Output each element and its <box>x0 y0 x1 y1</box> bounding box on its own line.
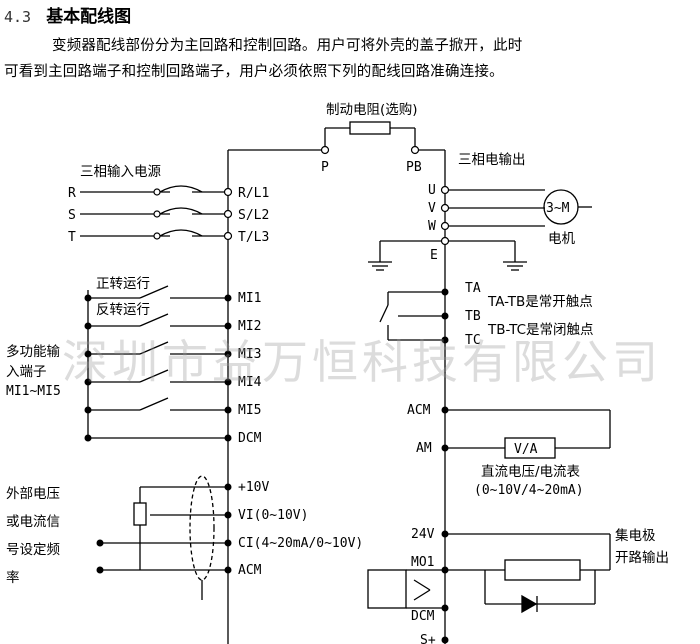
optocoupler <box>367 569 407 609</box>
terminal-p: P <box>321 160 329 175</box>
reverse-run-label: 反转运行 <box>96 302 150 318</box>
load-resistor <box>504 559 581 581</box>
terminal-s: S+ <box>420 633 436 644</box>
output-terminal-u: U <box>428 183 436 198</box>
input-terminal-s: S/L2 <box>238 208 269 223</box>
analog-terminal-ci: CI(4~20mA/0~10V) <box>238 536 363 551</box>
output-terminal-v: V <box>428 201 436 216</box>
input-terminal-r: R/L1 <box>238 186 269 201</box>
multi-input-label-1: 多功能输 <box>6 343 60 360</box>
phase-r: R <box>68 186 76 201</box>
analog-terminal-10v: +10V <box>238 480 269 495</box>
external-signal-label-2: 或电流信 <box>6 514 60 530</box>
section-title: 基本配线图 <box>46 7 132 27</box>
relay-note-ta-tb: TA-TB是常开触点 <box>487 294 593 310</box>
terminal-24v: 24V <box>411 527 435 542</box>
analog-terminal-vi: VI(0~10V) <box>238 508 308 523</box>
mi-terminal-4: MI4 <box>238 375 262 390</box>
intro-line-2: 可看到主回路端子和控制回路端子，用户必须依照下列的配线回路准确连接。 <box>4 64 504 80</box>
three-phase-output-label: 三相电输出 <box>458 152 526 168</box>
terminal-mo1: MO1 <box>411 555 434 570</box>
phase-t: T <box>68 230 76 245</box>
relay-terminal-ta: TA <box>465 281 481 296</box>
potentiometer <box>133 502 147 526</box>
terminal-dcm-2: DCM <box>411 609 435 624</box>
open-collector-label-1: 集电极 <box>615 528 656 544</box>
meter-symbol-text: V/A <box>514 442 538 457</box>
multi-input-label-2: 入端子 <box>6 364 47 380</box>
external-signal-label-4: 率 <box>6 569 20 586</box>
brake-resistor <box>349 121 391 135</box>
shield-cable <box>189 475 215 581</box>
section-number: 4.3 <box>4 8 32 26</box>
meter-range: (0~10V/4~20mA) <box>474 483 584 498</box>
relay-terminal-tb: TB <box>465 309 481 324</box>
mi-terminal-3: MI3 <box>238 347 261 362</box>
external-signal-label-1: 外部电压 <box>6 486 60 502</box>
meter-terminal-acm: ACM <box>407 403 431 418</box>
output-terminal-e: E <box>430 248 438 263</box>
watermark: 深圳市益万恒科技有限公司 <box>62 335 662 389</box>
analog-terminal-acm: ACM <box>238 563 262 578</box>
meter-label: 直流电压/电流表 <box>481 464 581 480</box>
relay-terminal-tc: TC <box>465 333 481 348</box>
mi-terminal-2: MI2 <box>238 319 261 334</box>
motor-label: 电机 <box>548 231 576 247</box>
motor-symbol-text: 3~M <box>546 201 570 216</box>
forward-run-label: 正转运行 <box>96 276 150 292</box>
relay-note-tb-tc: TB-TC是常闭触点 <box>487 322 594 338</box>
external-signal-label-3: 号设定频 <box>6 542 60 558</box>
brake-resistor-label: 制动电阻(选购) <box>326 102 418 118</box>
meter-box <box>504 437 556 459</box>
input-terminal-t: T/L3 <box>238 230 269 245</box>
open-collector-label-2: 开路输出 <box>615 550 669 566</box>
intro-line-1: 变频器配线部份分为主回路和控制回路。用户可将外壳的盖子掀开，此时 <box>52 38 523 54</box>
three-phase-input-label: 三相输入电源 <box>80 164 161 180</box>
meter-terminal-am: AM <box>416 441 432 456</box>
mi-terminal-5: MI5 <box>238 403 261 418</box>
terminal-pb: PB <box>406 160 422 175</box>
mi-terminal-1: MI1 <box>238 291 261 306</box>
section-heading: 4.3 基本配线图 <box>4 2 131 28</box>
phase-s: S <box>68 208 76 223</box>
diode <box>521 594 538 614</box>
multi-input-label-3: MI1~MI5 <box>6 384 61 399</box>
output-terminal-w: W <box>428 219 436 234</box>
mi-terminal-dcm: DCM <box>238 431 262 446</box>
